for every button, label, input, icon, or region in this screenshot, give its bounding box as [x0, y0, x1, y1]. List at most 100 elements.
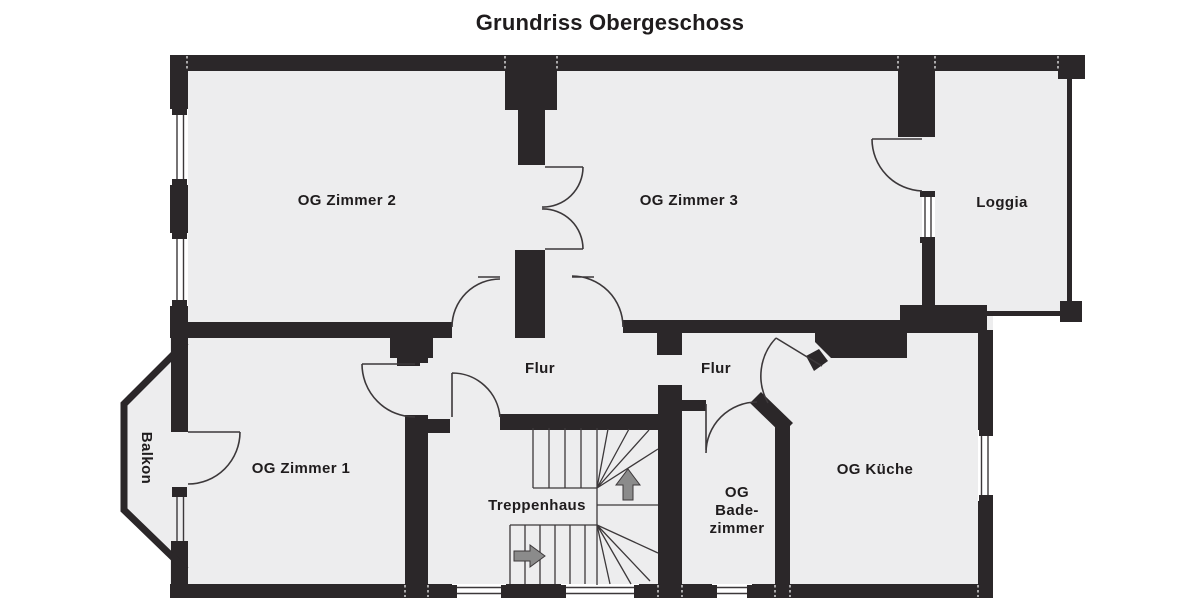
flur-chimney-foot [397, 358, 420, 366]
loggia-wall-block [922, 243, 935, 323]
loggia-corner-post [1058, 55, 1085, 79]
window-cap [172, 109, 187, 115]
window-cap [172, 300, 187, 306]
left-wall-block [170, 55, 188, 109]
window-cap [172, 233, 187, 239]
bad-north-wall [682, 400, 706, 411]
left-wall-block [171, 338, 188, 432]
windows [176, 115, 989, 595]
window-cap [979, 430, 993, 436]
loggia-corner-post [1060, 301, 1082, 322]
room-label-flur-right: Flur [701, 360, 731, 377]
window-void [452, 584, 506, 598]
door-treppenhaus [451, 372, 501, 418]
kueche-door-jamb [806, 349, 828, 371]
window-cap [172, 179, 187, 185]
window-cap [979, 495, 993, 501]
flur-north-wall [170, 322, 452, 338]
door-badezimmer [705, 401, 758, 454]
bottom-exterior-wall [170, 584, 452, 598]
room-label-kueche: OG Küche [837, 461, 914, 478]
doors [187, 138, 923, 485]
flur-chimney-block [390, 325, 433, 358]
zimmer-divider-wall [518, 110, 545, 165]
bottom-wall-joints [404, 585, 979, 597]
stair-wall-stub [428, 419, 450, 433]
loggia-floor [935, 55, 1072, 315]
right-exterior-wall [978, 330, 993, 430]
left-wall-block [170, 185, 188, 233]
window-cap [452, 585, 457, 598]
room-label-treppenhaus: Treppenhaus [488, 497, 586, 514]
window-void [561, 584, 639, 598]
room-label-flur-left: Flur [525, 360, 555, 377]
window-zimmer2-upper [176, 115, 185, 179]
room-label-balkon: Balkon [138, 432, 155, 484]
window-zimmer3-loggia [924, 197, 932, 237]
window-void [712, 584, 752, 598]
window-zimmer2-lower [176, 239, 185, 300]
top-wall-joints [186, 56, 1059, 70]
window-cap [712, 585, 717, 598]
room-label-loggia: Loggia [976, 194, 1028, 211]
window-cap [172, 487, 187, 497]
zimmer3-south-wall [623, 320, 903, 333]
window-treppenhaus-2 [566, 586, 634, 595]
door-flur-zimmer2 [451, 276, 501, 328]
stairs-entry-arrow-icon [513, 544, 546, 568]
window-cap [747, 585, 752, 598]
window-void [170, 233, 188, 306]
window-zimmer1 [176, 497, 185, 541]
window-void [978, 430, 993, 501]
stairs-up-arrow-icon [615, 468, 641, 501]
right-exterior-wall [978, 501, 993, 598]
door-flur-zimmer3 [571, 275, 624, 328]
balkon-parapet [120, 339, 189, 573]
bottom-exterior-wall [752, 584, 993, 598]
door-balkon [187, 431, 241, 485]
window-kueche [980, 436, 989, 495]
window-cap [920, 237, 935, 243]
room-label-badezimmer-line3: zimmer [710, 520, 765, 537]
window-cap [634, 585, 639, 598]
wall-joints [186, 56, 1059, 597]
page-title: Grundriss Obergeschoss [476, 10, 745, 35]
loggia-south-wall [987, 311, 1072, 316]
room-label-zimmer1: OG Zimmer 1 [252, 460, 351, 477]
door-zimmer1 [361, 363, 416, 418]
room-label-zimmer3: OG Zimmer 3 [640, 192, 739, 209]
top-exterior-wall [170, 55, 1085, 71]
window-badezimmer [717, 586, 747, 595]
window-void [170, 109, 188, 185]
wall-pilaster [657, 322, 682, 355]
stair-north-wall [500, 414, 660, 430]
room-label-badezimmer-line1: OG [725, 484, 749, 501]
kueche-north-wall [815, 333, 907, 358]
loggia-wall-block [898, 70, 935, 137]
staircase [509, 428, 659, 585]
room-label-zimmer2: OG Zimmer 2 [298, 192, 397, 209]
chimney-block [505, 70, 557, 110]
window-cap [501, 585, 506, 598]
window-cap [561, 585, 566, 598]
door-loggia [871, 138, 923, 192]
loggia-east-wall [1067, 71, 1072, 309]
chimney-stub [515, 250, 545, 338]
stair-winder-lower [596, 524, 659, 585]
bad-west-wall [658, 385, 682, 585]
stair-winder-upper [596, 428, 659, 489]
double-door-zimmer2-zimmer3 [541, 166, 584, 250]
window-treppenhaus-1 [457, 586, 501, 595]
labels: Grundriss Obergeschoss OG Zimmer 2 OG Zi… [138, 10, 1028, 537]
bottom-exterior-wall [506, 584, 561, 598]
bottom-exterior-wall [639, 584, 712, 598]
door-kueche [760, 337, 823, 404]
stair-treads-upper [532, 428, 582, 488]
window-void [922, 191, 935, 243]
zimmer1-east-wall [405, 415, 428, 585]
kueche-west-wall [775, 420, 790, 586]
room-label-badezimmer-line2: Bade- [715, 502, 759, 519]
window-cap [920, 191, 935, 197]
